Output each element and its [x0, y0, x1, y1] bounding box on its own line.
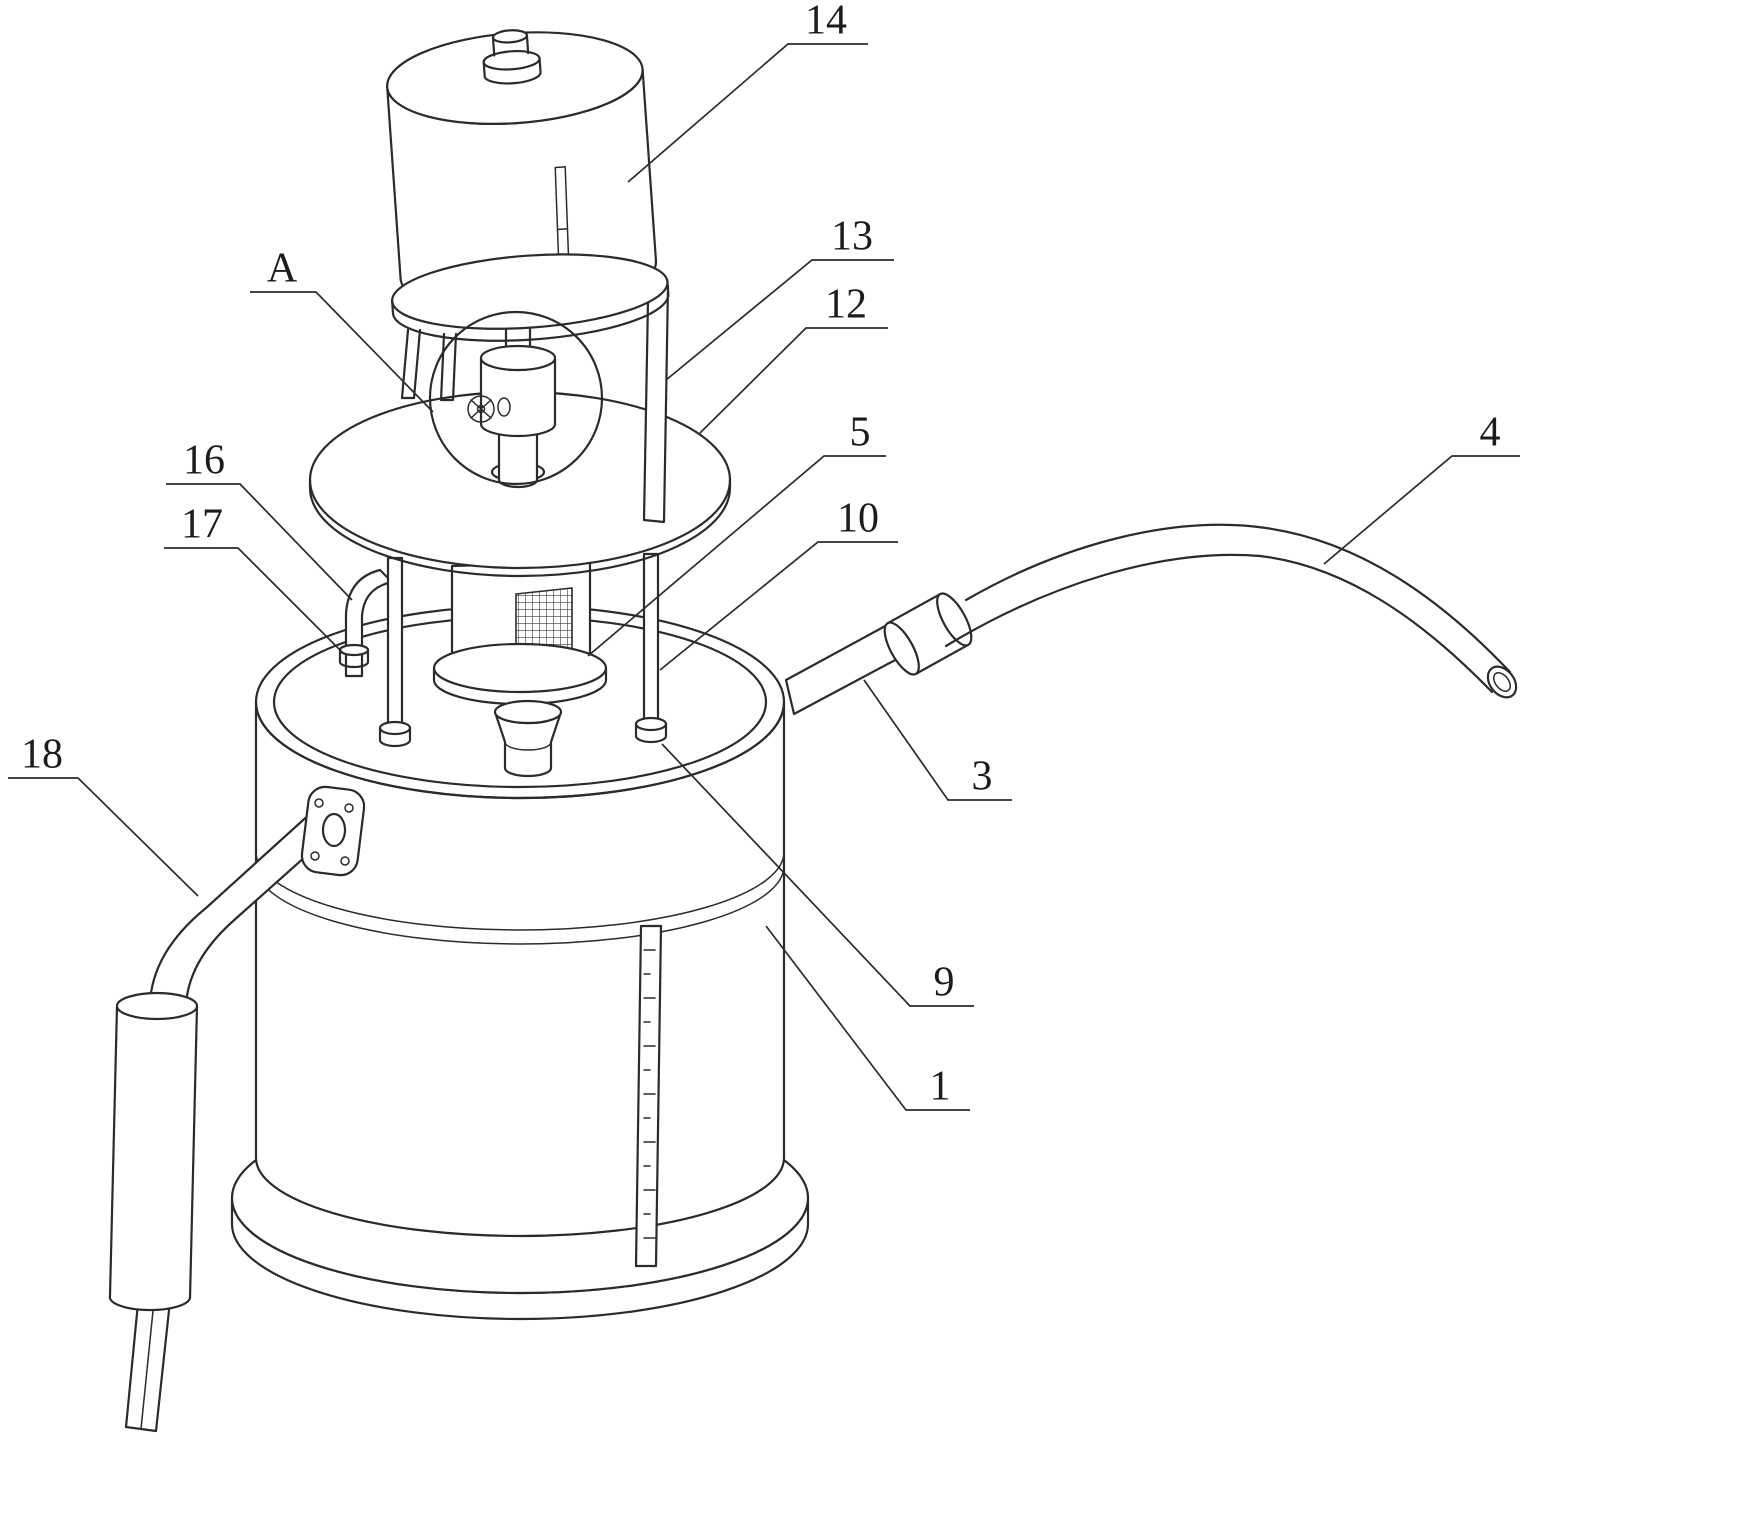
leader-line-17 [164, 547, 345, 655]
drain-stub-edge [140, 1300, 155, 1430]
level-scale-ticks [643, 949, 656, 1239]
coupling-top [479, 344, 557, 372]
drain-assembly [108, 785, 366, 1433]
hose-outer-curve [964, 523, 1512, 674]
disc-edge [308, 478, 732, 578]
rod-nut-left-side [378, 726, 412, 748]
funnel-cap-waist [504, 741, 552, 751]
level-scale [634, 924, 663, 1268]
leader-line-1 [765, 925, 970, 1111]
reference-label-16: 16 [183, 438, 225, 484]
reference-label-1: 1 [930, 1064, 951, 1110]
coupling-end-left [883, 621, 920, 676]
flange-bolt [310, 851, 320, 861]
funnel-cap-top [493, 699, 563, 725]
reference-label-18: 18 [21, 732, 63, 778]
flange-bolt [314, 798, 324, 808]
cylinder-flange-top [432, 642, 608, 694]
reference-labels: 14 13 12 A 16 17 5 10 4 3 18 9 1 [8, 0, 1520, 1111]
hose-bore [1493, 672, 1511, 692]
screw-hub [497, 397, 511, 417]
vessel-body [254, 700, 786, 1238]
elbow-collar-side [338, 648, 370, 669]
flange-bolt [340, 856, 350, 866]
tie-rod-right [642, 552, 660, 724]
vessel-seam-upper [255, 851, 785, 931]
motor-flange-side [391, 280, 670, 342]
motor-body-group [386, 29, 670, 342]
leader-line-5 [587, 455, 886, 657]
hose-inner-curve [944, 553, 1494, 694]
leader-line-3 [863, 679, 1012, 801]
wing-screw [467, 395, 511, 423]
reference-label-12: 12 [825, 282, 867, 328]
leader-line-12 [699, 327, 888, 434]
rod-nut-right-top [634, 716, 668, 732]
reference-label-17: 17 [181, 502, 223, 548]
muffler-top [115, 991, 199, 1021]
screw-center [476, 404, 486, 414]
reference-label-4: 4 [1480, 410, 1501, 456]
screw-head [467, 395, 495, 423]
motor-assembly [386, 29, 670, 524]
flange-bolt [344, 803, 354, 813]
leader-line-13 [665, 259, 894, 381]
muffler-body [108, 1004, 199, 1312]
reference-label-14: 14 [805, 0, 847, 44]
motor-leg-mid [439, 332, 458, 402]
motor-leg-left [400, 328, 422, 400]
flange-bore [321, 812, 347, 848]
pipe-flange [300, 785, 366, 877]
lid-fittings [338, 552, 668, 778]
reference-label-3: 3 [972, 754, 993, 800]
reference-label-A: A [267, 246, 298, 292]
reference-label-13: 13 [831, 214, 873, 260]
vessel-shell [254, 700, 786, 1238]
detail-circle-A [428, 310, 604, 486]
leader-line-4 [1323, 455, 1520, 565]
hose-coupling [883, 592, 973, 676]
motor-knob-side [491, 34, 530, 57]
reference-label-9: 9 [934, 960, 955, 1006]
motor-slot [554, 166, 571, 291]
tie-rod-left [386, 556, 404, 728]
leader-line-10 [659, 541, 898, 671]
coupling-end-right [936, 592, 973, 647]
leader-line-14 [627, 43, 868, 183]
reference-label-10: 10 [837, 496, 879, 542]
reference-label-5: 5 [850, 410, 871, 456]
leader-line-9 [661, 743, 974, 1007]
rod-nut-left-top [378, 720, 412, 736]
leader-line-A [250, 291, 434, 413]
coupling-stem [497, 430, 539, 489]
hose-open-end [1486, 665, 1518, 699]
leader-line-18 [8, 777, 199, 897]
rod-nut-right-side [634, 722, 668, 744]
leader-line-16 [166, 483, 353, 601]
motor-cap-base-side [482, 57, 542, 85]
vessel-seam-lower [255, 865, 785, 945]
level-scale-strip [634, 924, 663, 1268]
screw-cross [470, 399, 492, 419]
hose-assembly [883, 523, 1518, 699]
